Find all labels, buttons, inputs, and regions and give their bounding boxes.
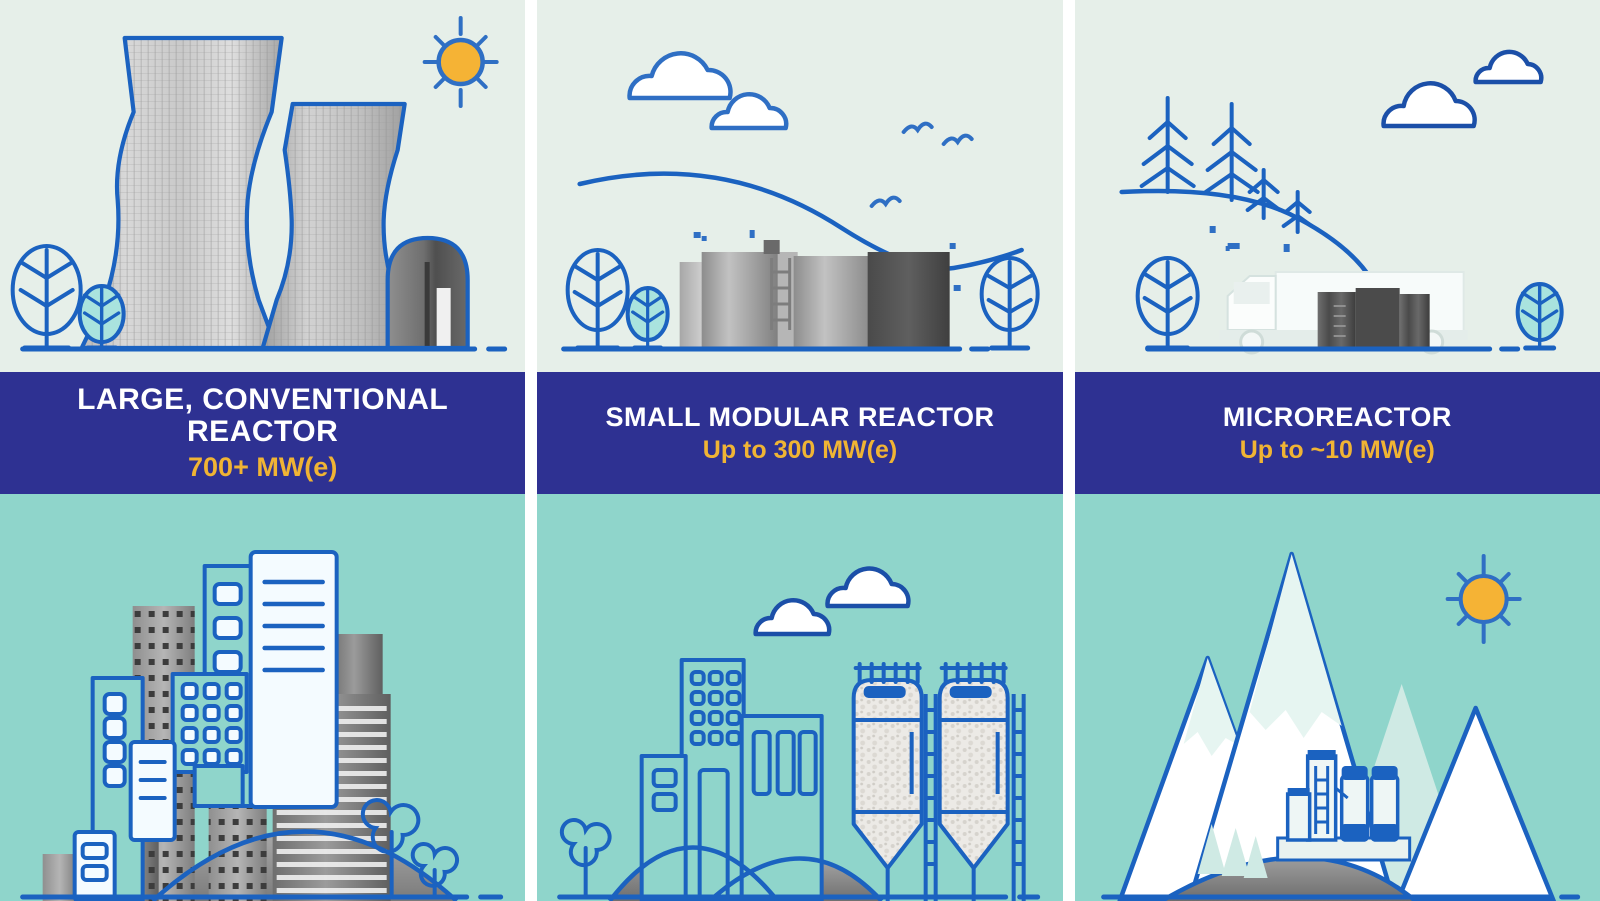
panel-power-rating: Up to ~10 MW(e) <box>1239 436 1435 465</box>
sun-icon <box>1445 554 1522 644</box>
panel-power-rating: Up to 300 MW(e) <box>702 436 898 465</box>
tree-large-icon <box>1135 256 1200 351</box>
panel-title: LARGE, CONVENTIONAL REACTOR <box>77 383 449 448</box>
tree-small-icon <box>77 284 126 351</box>
tree-round-icon <box>360 798 460 898</box>
reactor-dome-building <box>385 235 470 351</box>
hill-curve <box>1119 188 1374 283</box>
reactor-transport-scene <box>1074 0 1600 372</box>
banner-large-conventional-reactor: LARGE, CONVENTIONAL REACTOR 700+ MW(e) <box>0 372 526 494</box>
cloud-icon <box>1380 49 1544 129</box>
panel-large-conventional-reactor: LARGE, CONVENTIONAL REACTOR 700+ MW(e) <box>0 0 526 901</box>
tree-small-icon <box>625 286 670 351</box>
banner-small-modular-reactor: SMALL MODULAR REACTOR Up to 300 MW(e) <box>537 372 1063 494</box>
snow-mountain <box>1395 705 1556 901</box>
debris-marks <box>693 230 961 291</box>
debris-marks <box>1209 226 1290 252</box>
small-town-scene <box>537 494 1063 901</box>
pine-tree-icon <box>1139 96 1314 234</box>
ladder <box>770 258 792 330</box>
tree-small-icon <box>1515 282 1564 351</box>
nuclear-power-plant-scene <box>0 0 526 372</box>
panel-small-modular-reactor: SMALL MODULAR REACTOR Up to 300 MW(e) <box>537 0 1063 901</box>
tree-large-icon <box>10 244 83 351</box>
cloud-icon-large <box>627 51 734 101</box>
tree-large-icon <box>565 248 630 351</box>
panel-power-rating: 700+ MW(e) <box>188 452 338 483</box>
bird-icon <box>869 121 974 208</box>
panel-microreactor: MICROREACTOR Up to ~10 MW(e) <box>1074 0 1600 901</box>
sun-icon <box>422 16 499 108</box>
outlined-buildings <box>639 658 824 901</box>
pine-tree-icon <box>1197 824 1268 878</box>
industrial-plant <box>1275 750 1411 862</box>
remote-mountain-scene <box>1074 494 1600 901</box>
cloud-icon <box>753 566 911 637</box>
microreactor-module <box>1317 288 1430 348</box>
cooling-tower-small <box>260 101 415 351</box>
ladder <box>923 694 1026 901</box>
tree-round-icon <box>560 818 612 898</box>
hill-curve <box>577 171 1025 271</box>
silo-tank <box>851 662 1026 901</box>
cloud-icon-small <box>709 91 789 131</box>
large-city-scene <box>0 494 526 901</box>
tree-large-icon <box>979 256 1040 351</box>
banner-microreactor: MICROREACTOR Up to ~10 MW(e) <box>1074 372 1600 494</box>
panel-title: SMALL MODULAR REACTOR <box>605 401 995 432</box>
grass-hill <box>1161 857 1416 901</box>
panel-title: MICROREACTOR <box>1222 401 1452 432</box>
modular-reactor-site-scene <box>537 0 1063 372</box>
outlined-buildings <box>72 550 339 901</box>
reactor-module-cylinders <box>679 240 950 348</box>
